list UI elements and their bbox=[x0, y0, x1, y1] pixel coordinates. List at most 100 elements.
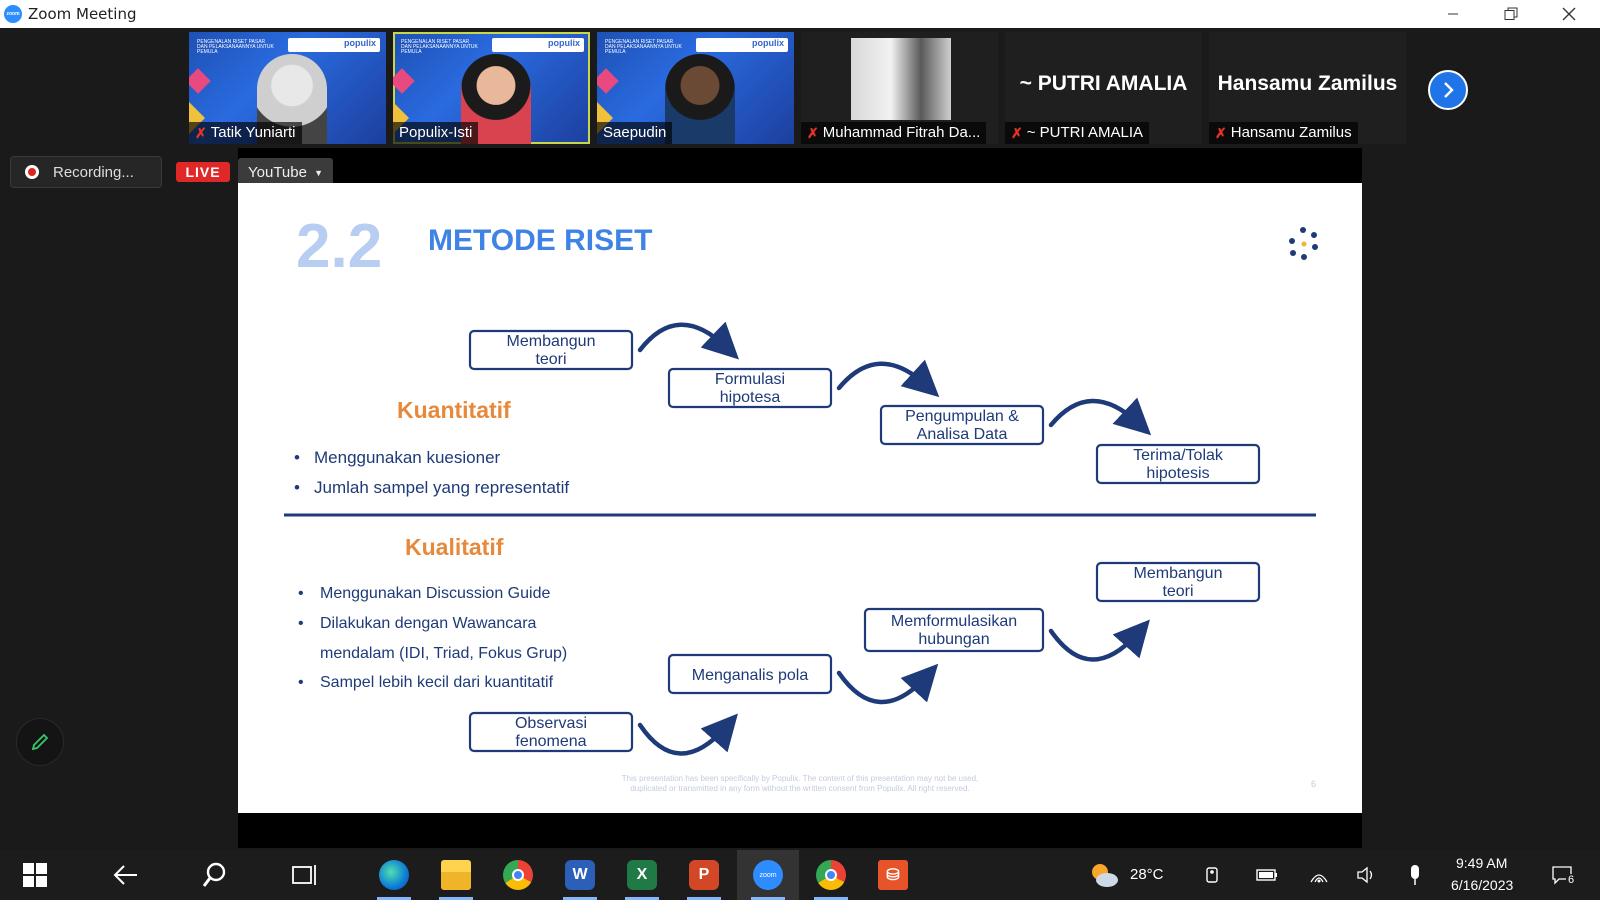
taskbar-powerpoint[interactable]: P bbox=[679, 850, 729, 900]
annotate-pencil-button[interactable] bbox=[16, 718, 64, 766]
back-button[interactable] bbox=[100, 850, 150, 900]
participant-nametag: ✗~ PUTRI AMALIA bbox=[1005, 122, 1150, 144]
caret-down-icon: ▼ bbox=[314, 168, 323, 178]
clock-time[interactable]: 9:49 AM bbox=[1456, 855, 1508, 871]
decor-shape bbox=[189, 68, 211, 94]
notification-icon bbox=[1552, 866, 1572, 885]
task-view-icon bbox=[292, 865, 316, 885]
volume-button[interactable] bbox=[1349, 850, 1385, 900]
search-icon bbox=[202, 862, 226, 887]
microphone-button[interactable] bbox=[1397, 850, 1433, 900]
sponsor-logos: populix bbox=[288, 38, 380, 52]
participant-tile-muhammad[interactable]: ✗Muhammad Fitrah Da... bbox=[801, 32, 998, 144]
taskbar-zoom[interactable]: zoom bbox=[737, 850, 799, 900]
powerpoint-icon: P bbox=[689, 860, 719, 890]
windows-taskbar: W X P zoom ⛁ 28°C 9:49 AM 6/16/2023 bbox=[0, 850, 1600, 900]
weather-temp: 28°C bbox=[1130, 866, 1164, 883]
slide-number: 2.2 bbox=[296, 212, 382, 281]
slide-footer: duplicated or transmitted in any form wi… bbox=[630, 784, 969, 793]
participant-name: Tatik Yuniarti bbox=[210, 124, 296, 141]
app-flame-icon: ⛁ bbox=[878, 860, 908, 890]
word-icon: W bbox=[565, 860, 595, 890]
participant-name: Saepudin bbox=[603, 124, 667, 141]
pencil-icon bbox=[31, 733, 49, 751]
qual-step-box bbox=[863, 607, 1045, 653]
speaker-icon bbox=[1357, 866, 1373, 884]
participant-tile-putri[interactable]: ~ PUTRI AMALIA ✗~ PUTRI AMALIA bbox=[1005, 32, 1202, 144]
participant-display-name: Hansamu Zamilus bbox=[1217, 72, 1398, 95]
video-banner-text: PENGENALAN RISET PASAR DAN PELAKSANAANNY… bbox=[401, 39, 478, 55]
participant-tile-hansamu[interactable]: Hansamu Zamilus ✗Hansamu Zamilus bbox=[1209, 32, 1406, 144]
qual-step-text: Memformulasikan bbox=[891, 613, 1017, 630]
live-badge: LIVE bbox=[176, 162, 230, 182]
windows-icon bbox=[23, 863, 47, 887]
taskbar-file-explorer[interactable] bbox=[431, 850, 481, 900]
qual-step-text: Menganalis pola bbox=[692, 667, 809, 684]
flow-arrow bbox=[1048, 619, 1150, 662]
window-title: Zoom Meeting bbox=[28, 5, 137, 23]
search-button[interactable] bbox=[190, 850, 240, 900]
qual-bullet: Menggunakan Discussion Guide bbox=[320, 585, 550, 602]
quant-bullet: Menggunakan kuesioner bbox=[314, 448, 501, 467]
excel-icon: X bbox=[627, 860, 657, 890]
muted-mic-icon: ✗ bbox=[1011, 125, 1023, 141]
restore-button[interactable] bbox=[1482, 0, 1540, 28]
sponsor-logos: populix bbox=[492, 38, 584, 52]
qual-step-box bbox=[468, 711, 634, 753]
task-view-button[interactable] bbox=[280, 850, 330, 900]
recording-indicator[interactable]: Recording... bbox=[10, 156, 162, 188]
slide-footer: This presentation has been specifically … bbox=[622, 774, 979, 783]
qual-bullet: mendalam (IDI, Triad, Fokus Grup) bbox=[320, 645, 567, 662]
participant-tile-tatik[interactable]: PENGENALAN RISET PASAR DAN PELAKSANAANNY… bbox=[189, 32, 386, 144]
clock-date[interactable]: 6/16/2023 bbox=[1451, 877, 1514, 893]
running-indicator bbox=[439, 897, 473, 900]
taskbar-chrome-profile[interactable] bbox=[806, 850, 856, 900]
edge-icon bbox=[379, 860, 409, 890]
close-button[interactable] bbox=[1540, 0, 1598, 28]
taskbar-word[interactable]: W bbox=[555, 850, 605, 900]
camera-icon bbox=[1206, 867, 1218, 883]
taskbar-app-orange[interactable]: ⛁ bbox=[868, 850, 918, 900]
record-icon bbox=[25, 165, 39, 179]
taskbar-edge[interactable] bbox=[369, 850, 419, 900]
quant-step-text: Pengumpulan & bbox=[905, 408, 1019, 425]
shared-slide: 2.2 METODE RISET Kuantitatif • Menggunak… bbox=[238, 183, 1362, 813]
folder-icon bbox=[441, 860, 471, 890]
muted-mic-icon: ✗ bbox=[195, 125, 207, 141]
battery-icon bbox=[1256, 869, 1277, 881]
quant-step-text: Membangun bbox=[507, 333, 596, 350]
window-titlebar: zoom Zoom Meeting bbox=[0, 0, 1600, 28]
battery-button[interactable] bbox=[1249, 850, 1285, 900]
muted-mic-icon: ✗ bbox=[807, 125, 819, 141]
bullet-dot: • bbox=[298, 615, 304, 632]
start-button[interactable] bbox=[10, 850, 60, 900]
next-participants-button[interactable] bbox=[1428, 70, 1468, 110]
participant-photo bbox=[851, 38, 951, 120]
participant-nametag: ✗Tatik Yuniarti bbox=[189, 122, 302, 144]
video-banner-text: PENGENALAN RISET PASAR DAN PELAKSANAANNY… bbox=[197, 39, 274, 55]
bullet-dot: • bbox=[294, 478, 300, 497]
participant-video bbox=[665, 54, 735, 144]
participant-tile-saepudin[interactable]: PENGENALAN RISET PASAR DAN PELAKSANAANNY… bbox=[597, 32, 794, 144]
participant-nametag: Populix-Isti bbox=[393, 122, 479, 144]
running-indicator bbox=[625, 897, 659, 900]
meeting-area: PENGENALAN RISET PASAR DAN PELAKSANAANNY… bbox=[0, 28, 1600, 850]
partly-cloudy-icon bbox=[1092, 864, 1118, 887]
qual-step-text: hubungan bbox=[918, 631, 989, 648]
weather-widget[interactable] bbox=[1084, 850, 1124, 900]
taskbar-excel[interactable]: X bbox=[617, 850, 667, 900]
flow-arrow bbox=[836, 359, 940, 398]
chevron-right-icon bbox=[1444, 82, 1454, 98]
sponsor-logos: populix bbox=[696, 38, 788, 52]
participant-tile-populix-isti[interactable]: PENGENALAN RISET PASAR DAN PELAKSANAANNY… bbox=[393, 32, 590, 144]
minimize-button[interactable] bbox=[1424, 0, 1482, 28]
meet-now-button[interactable] bbox=[1195, 850, 1231, 900]
taskbar-chrome[interactable] bbox=[493, 850, 543, 900]
chrome-icon bbox=[503, 860, 533, 890]
video-banner-text: PENGENALAN RISET PASAR DAN PELAKSANAANNY… bbox=[605, 39, 682, 55]
network-button[interactable] bbox=[1301, 850, 1337, 900]
quant-step-text: teori bbox=[535, 351, 566, 368]
notification-center-button[interactable]: 6 bbox=[1540, 850, 1584, 900]
qual-heading: Kualitatif bbox=[405, 534, 504, 560]
quant-step-box bbox=[879, 404, 1045, 446]
